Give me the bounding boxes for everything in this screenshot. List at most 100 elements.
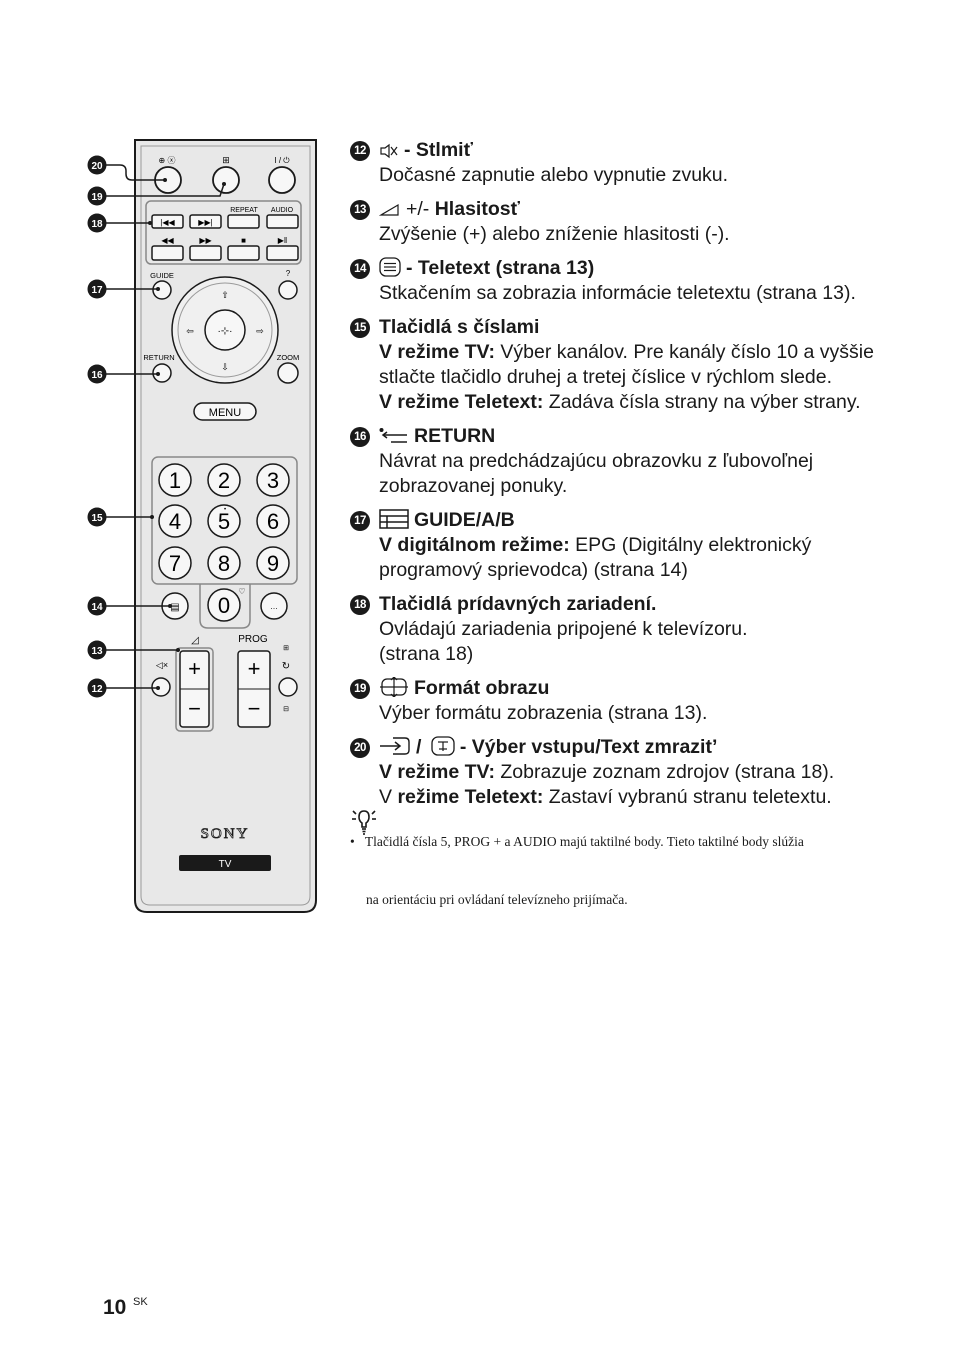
teletext-icon	[379, 257, 401, 277]
digit-button-5[interactable]	[207, 504, 241, 538]
item-title: - Stlmiť	[404, 139, 473, 161]
prog-minus-label: −	[248, 696, 261, 721]
svg-text:⊟: ⊟	[283, 706, 289, 713]
digit-label: 6	[267, 509, 279, 534]
mode-label: V režime TV:	[379, 761, 495, 783]
digit-label: 3	[267, 468, 279, 493]
brand-logo: SONY	[201, 826, 250, 842]
digit-button-0[interactable]	[207, 588, 241, 622]
mute-button	[151, 677, 171, 697]
digit-label: 8	[218, 551, 230, 576]
digit-label: 7	[169, 551, 181, 576]
info-button	[278, 280, 298, 300]
audio-button	[266, 214, 299, 229]
mode-text: Zobrazuje zoznam zdrojov (strana 18).	[494, 761, 835, 783]
callout-number: 18	[91, 219, 103, 230]
svg-text:•: •	[224, 507, 226, 513]
svg-text:◁×: ◁×	[156, 660, 168, 670]
swap-button	[278, 677, 298, 697]
mode-label: režime Teletext:	[397, 786, 544, 808]
callout-number: 14	[91, 602, 103, 613]
stop-button	[227, 245, 260, 261]
volume-plus-label: +	[188, 656, 201, 681]
play-pause-button	[266, 245, 299, 261]
callout-badge	[87, 279, 107, 299]
guide-icon	[379, 509, 409, 529]
return-icon	[379, 428, 407, 443]
text-hold-icon	[431, 736, 455, 756]
callout-number: 20	[91, 161, 103, 172]
svg-text:|◀◀: |◀◀	[160, 218, 175, 227]
item-text: Návrat na predchádzajúcu obrazovku z ľub…	[379, 450, 814, 497]
item-number: 13	[350, 200, 370, 220]
item-title: - Teletext (strana 13)	[406, 257, 595, 279]
digit-button-2[interactable]	[207, 463, 241, 497]
item-text: Dočasné zapnutie alebo vypnutie zvuku.	[379, 164, 729, 186]
digit-label: 4	[169, 509, 181, 534]
callout-number: 19	[91, 192, 103, 203]
audio-label: AUDIO	[271, 207, 294, 214]
digit-label: 2	[218, 468, 230, 493]
mode-text: Zastaví vybranú stranu teletextu.	[543, 786, 832, 808]
page-number: 10	[103, 1296, 127, 1319]
item-number: 15	[350, 318, 370, 338]
item-number: 14	[350, 259, 370, 279]
skip-back-button	[151, 214, 184, 229]
item-volume: 13 +/- Hlasitosť Zvýšenie (+) alebo zníž…	[350, 197, 910, 247]
power-label: I / ⏻	[274, 156, 290, 165]
repeat-label: REPEAT	[230, 207, 258, 214]
input-icon	[380, 737, 410, 755]
item-title: RETURN	[414, 425, 496, 447]
guide-label: GUIDE	[150, 271, 174, 280]
callout-badge	[87, 155, 107, 175]
picture-format-icon	[380, 677, 408, 697]
item-title: Tlačidlá s číslami	[379, 316, 540, 338]
ok-button	[204, 309, 246, 351]
callout-number: 12	[91, 684, 103, 695]
power-button	[268, 166, 296, 194]
svg-text:⇩: ⇩	[221, 362, 229, 372]
svg-text:◿: ◿	[191, 635, 199, 646]
digit-button-8[interactable]	[207, 546, 241, 580]
repeat-button	[227, 214, 260, 229]
digit-button-6[interactable]	[256, 504, 290, 538]
callout-number: 16	[91, 370, 103, 381]
callout-badge	[87, 596, 107, 616]
digit-button-4[interactable]	[158, 504, 192, 538]
callout-badge	[87, 678, 107, 698]
digit-label: 5	[218, 509, 230, 534]
digit-label: 1	[169, 468, 181, 493]
digit-button-3[interactable]	[256, 463, 290, 497]
callout-badge	[87, 213, 107, 233]
item-title: - Výber vstupu/Text zmrazit’	[459, 736, 718, 758]
svg-text:⇨: ⇨	[256, 326, 264, 336]
item-title: GUIDE/A/B	[414, 509, 515, 531]
prog-label: PROG	[238, 634, 268, 645]
item-device-buttons: 18 Tlačidlá prídavných zariadení. Ovláda…	[350, 592, 910, 667]
digit-button-9[interactable]	[256, 546, 290, 580]
tip-text-line-2: na orientáciu pri ovládaní televízneho p…	[366, 892, 628, 907]
svg-text:⇦: ⇦	[186, 326, 194, 336]
page-language: SK	[133, 1296, 148, 1308]
skip-forward-button	[189, 214, 222, 229]
svg-text:♡: ♡	[238, 587, 245, 596]
mode-text: Zadáva čísla strany na výber strany.	[543, 391, 861, 413]
digit-button-7[interactable]	[158, 546, 192, 580]
item-input-select: 20 / - Výber vstupu/Text zmrazit’ V reži…	[350, 735, 910, 810]
callout-number: 17	[91, 285, 103, 296]
menu-button	[193, 402, 257, 421]
digit-button-1[interactable]	[158, 463, 192, 497]
tv-plate-label: TV	[219, 859, 232, 870]
item-separator: /	[416, 736, 422, 758]
zoom-button	[277, 362, 299, 384]
item-text: Výber formátu zobrazenia (strana 13).	[379, 702, 708, 724]
tip-section: • Tlačidlá čísla 5, PROG + a AUDIO majú …	[350, 808, 910, 907]
mode-prefix: V	[379, 786, 398, 808]
item-return: 16 RETURN Návrat na predchádzajúcu obraz…	[350, 424, 910, 499]
svg-text:⊞: ⊞	[283, 645, 289, 652]
item-number: 17	[350, 511, 370, 531]
item-picture-format: 19 Formát obrazu Výber formátu zobrazeni…	[350, 676, 910, 726]
item-prefix: +/-	[406, 198, 435, 220]
svg-text:▶▶|: ▶▶|	[198, 218, 212, 227]
volume-icon	[379, 203, 399, 216]
